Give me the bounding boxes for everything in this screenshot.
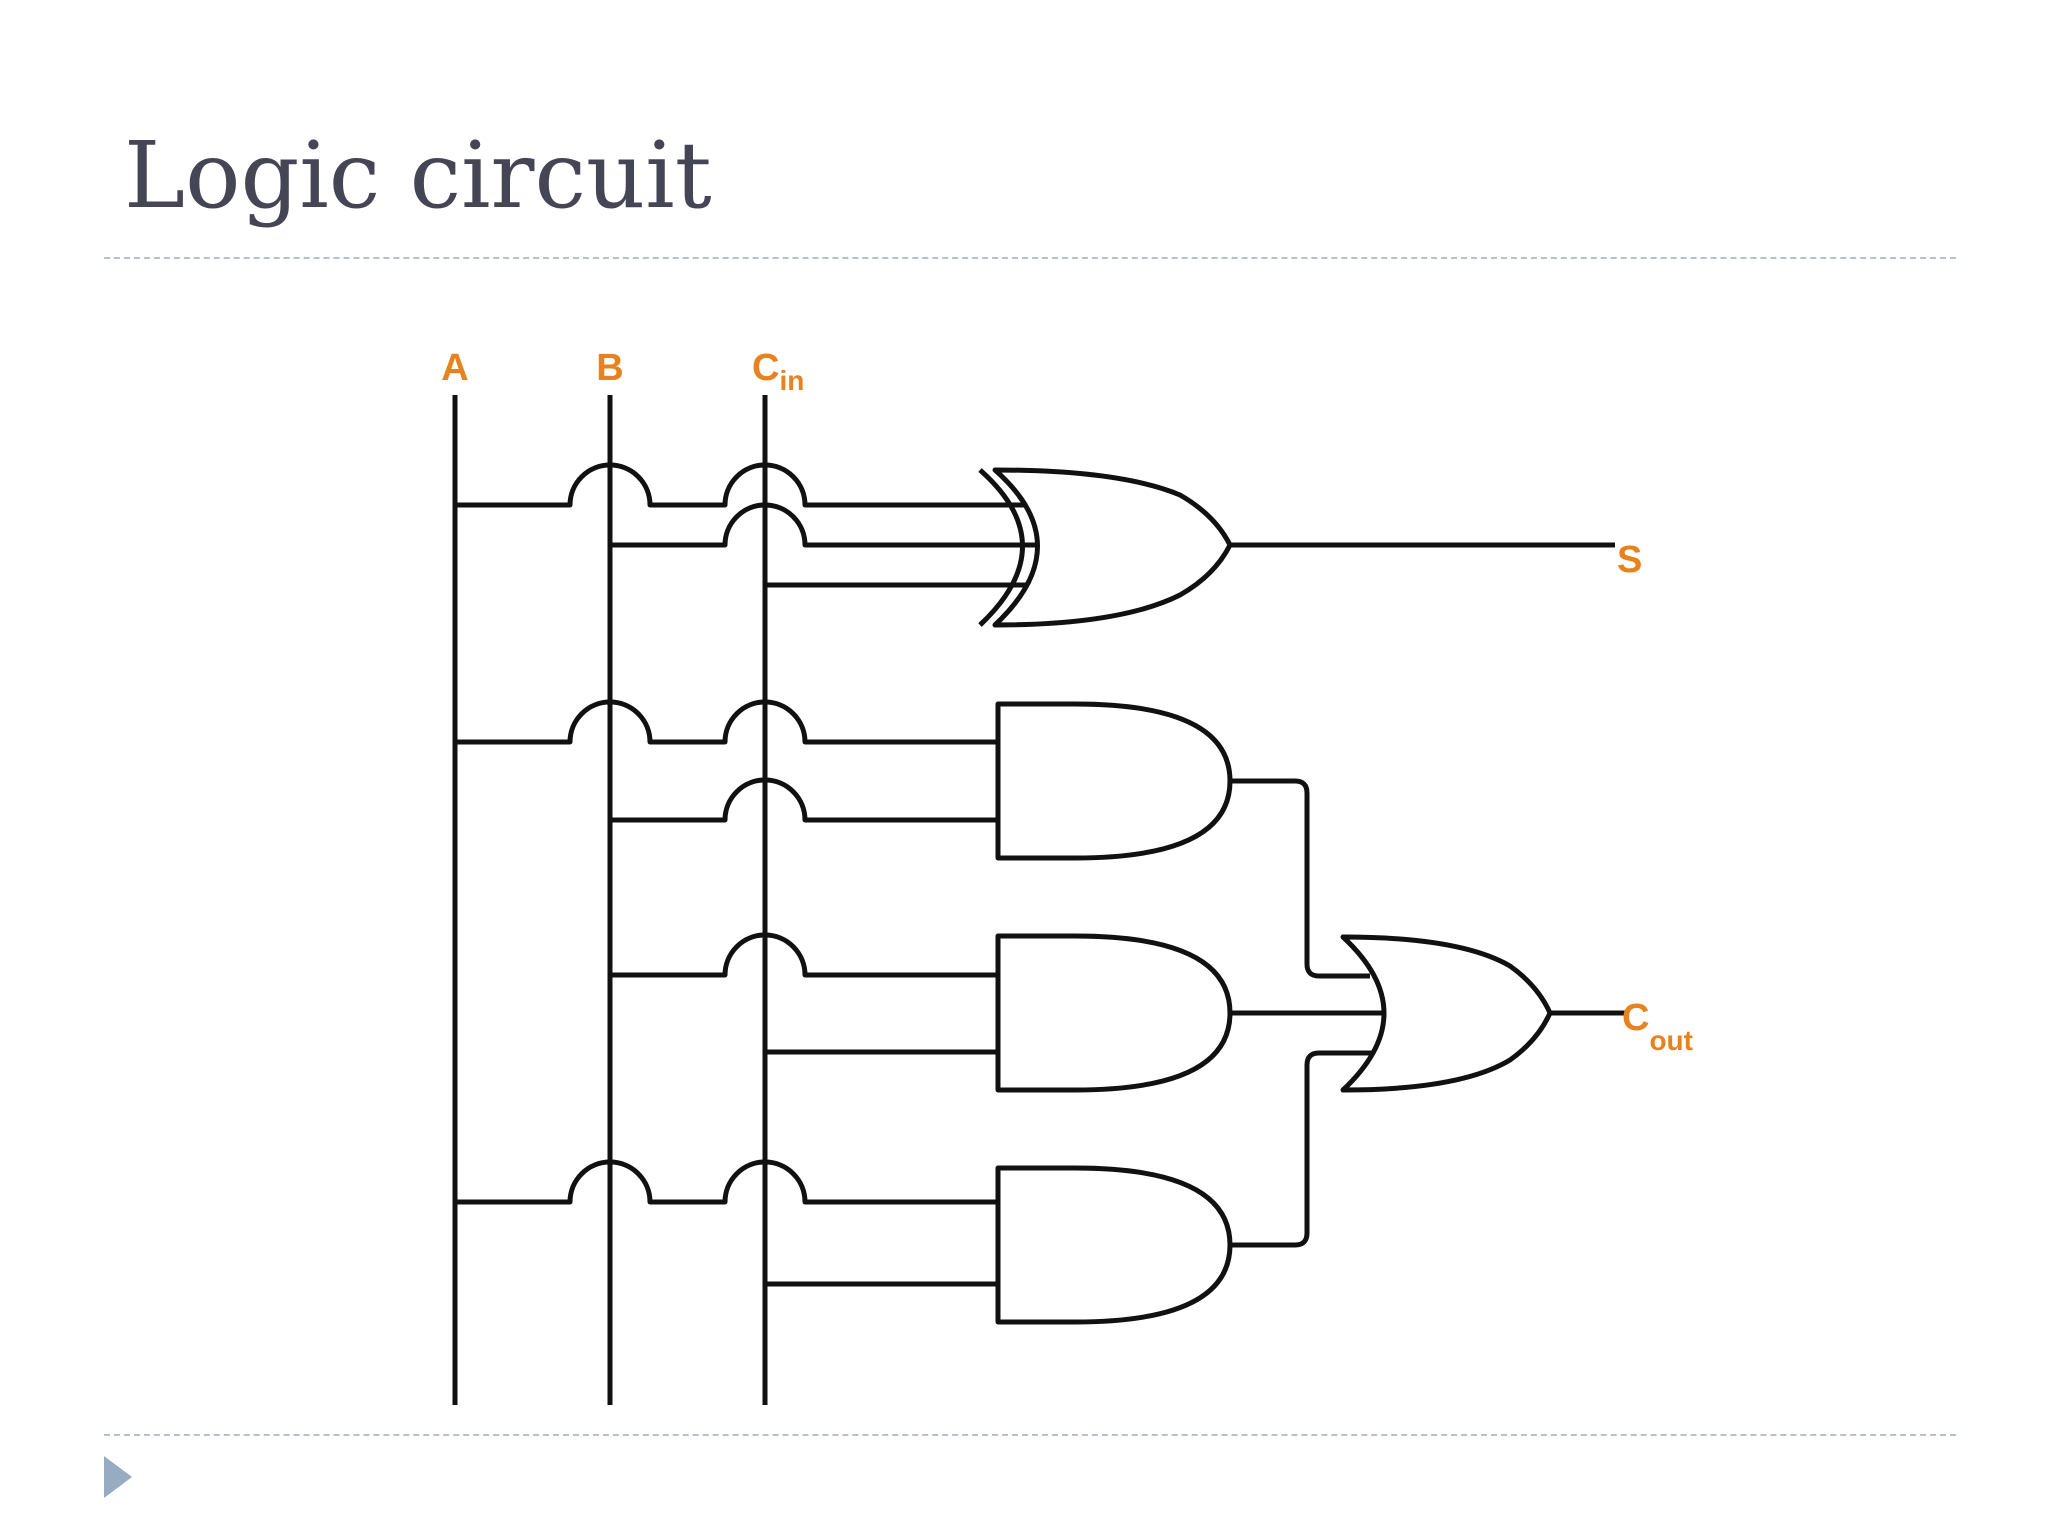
or-gate bbox=[1340, 934, 1553, 1093]
wire-xor-in-a bbox=[455, 462, 1030, 508]
label-cout-main: C bbox=[1622, 997, 1649, 1039]
wire-xor-in-b bbox=[610, 502, 1042, 548]
label-cout-sub: out bbox=[1649, 1025, 1693, 1056]
wire-and1-in-a bbox=[455, 699, 998, 745]
label-cin: Cin bbox=[752, 347, 804, 396]
wire-and1-to-or bbox=[1230, 778, 1370, 979]
wire-and3-to-or bbox=[1230, 1050, 1375, 1248]
play-arrow-icon bbox=[104, 1456, 132, 1498]
footer-divider bbox=[104, 1434, 1956, 1436]
page-title: Logic circuit bbox=[124, 122, 712, 229]
label-cin-sub: in bbox=[779, 365, 804, 396]
and-gate-2 bbox=[995, 933, 1233, 1093]
label-b: B bbox=[596, 347, 623, 389]
wire-and2-in-b bbox=[610, 932, 998, 978]
wire-and1-in-b bbox=[610, 777, 998, 823]
label-a: A bbox=[441, 347, 468, 389]
and-gate-3 bbox=[995, 1165, 1233, 1325]
xor-gate bbox=[992, 467, 1233, 628]
label-cin-main: C bbox=[752, 347, 779, 389]
and-gate-1 bbox=[995, 701, 1233, 861]
label-cout: Cout bbox=[1622, 997, 1693, 1056]
xor-extra-arc bbox=[978, 468, 1025, 627]
label-s: S bbox=[1617, 539, 1642, 581]
wire-and3-in-a bbox=[455, 1159, 998, 1205]
title-divider bbox=[104, 257, 1956, 259]
